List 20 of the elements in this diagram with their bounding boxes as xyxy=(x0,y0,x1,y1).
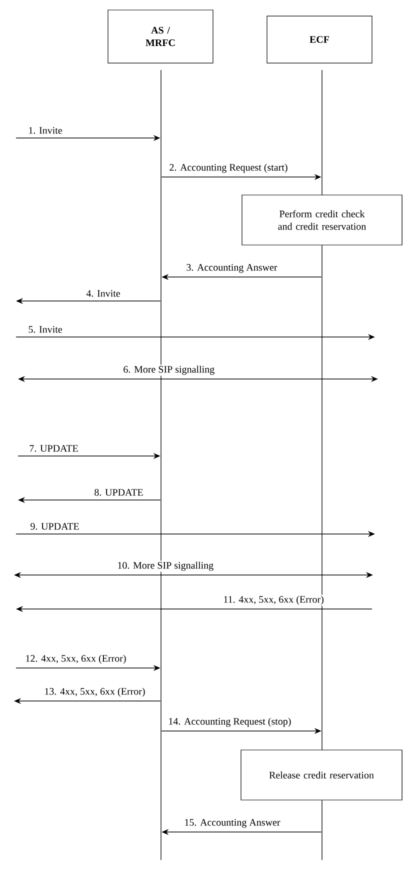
message-label: 10. More SIP signalling xyxy=(116,560,215,572)
edge-label: 12. 4xx, 5xx, 6xx (Error) xyxy=(24,654,128,665)
lifeline xyxy=(160,70,162,860)
message-label: 11. 4xx, 5xx, 6xx (Error) xyxy=(222,594,325,606)
edge-label: 3. Accounting Answer xyxy=(185,263,278,274)
edge-label: 7. UPDATE xyxy=(28,444,80,453)
edge-label: 8. UPDATE xyxy=(93,488,144,497)
process-box: Perform credit check and credit reservation xyxy=(242,194,402,246)
message-label: 6. More SIP signalling xyxy=(122,364,216,376)
participant-box: AS / MRFC xyxy=(108,10,214,64)
participant-box: ECF xyxy=(266,16,372,64)
edge-label: 1. Invite xyxy=(27,126,64,135)
message-label: 5. Invite xyxy=(27,325,64,334)
edge-label: 2. Accounting Request (start) xyxy=(168,162,289,174)
edge-label: 13. 4xx, 5xx, 6xx (Error) xyxy=(43,686,146,698)
process-box: Release credit reservation xyxy=(240,750,402,800)
message-label: 9. UPDATE xyxy=(29,522,80,531)
edge-label: 14. Accounting Request (stop) xyxy=(167,716,292,728)
edge-label: 15. Accounting Answer xyxy=(183,818,282,829)
edge-label: 4. Invite xyxy=(85,289,122,298)
